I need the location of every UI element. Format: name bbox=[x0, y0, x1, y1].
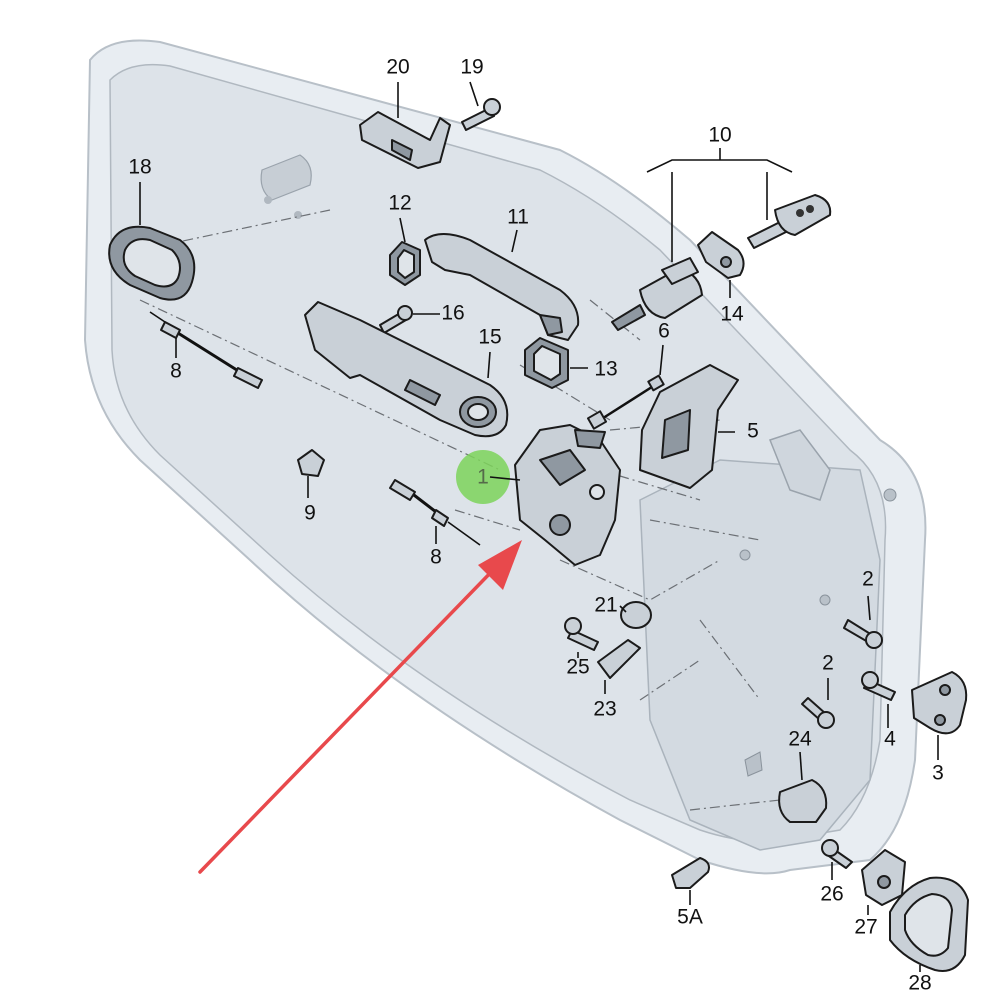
label-part-26: 26 bbox=[820, 883, 843, 906]
part-3-striker bbox=[911, 671, 968, 735]
label-part-15: 15 bbox=[478, 326, 501, 349]
label-part-16: 16 bbox=[441, 302, 464, 325]
part-1-marker bbox=[456, 450, 521, 504]
label-part-11: 11 bbox=[507, 206, 529, 229]
part-12-seal bbox=[389, 241, 421, 286]
label-part-19: 19 bbox=[460, 56, 483, 79]
part-6-rod bbox=[586, 374, 665, 430]
label-part-23: 23 bbox=[593, 698, 616, 721]
part-25-screw bbox=[564, 617, 599, 651]
part-11-outer-handle bbox=[424, 233, 580, 341]
part-18-grommet bbox=[108, 225, 196, 301]
part-26-screw bbox=[821, 839, 853, 869]
part-23-plate bbox=[597, 639, 641, 679]
label-part-5a: 5A bbox=[677, 906, 703, 929]
part-24-buffer bbox=[778, 779, 828, 823]
part-20-bracket bbox=[359, 111, 451, 169]
label-part-5: 5 bbox=[747, 420, 759, 443]
part-2-screw-upper bbox=[843, 619, 883, 649]
label-part-8-upper: 8 bbox=[170, 360, 182, 383]
label-part-20: 20 bbox=[386, 56, 409, 79]
part-labels: 20 19 18 12 11 10 14 16 15 13 6 5 8 9 8 … bbox=[128, 56, 944, 995]
label-part-13: 13 bbox=[594, 358, 617, 381]
label-part-2-upper: 2 bbox=[862, 568, 874, 591]
label-part-2-lower: 2 bbox=[822, 652, 834, 675]
part-19-screw bbox=[461, 98, 501, 131]
label-part-8-lower: 8 bbox=[430, 546, 442, 569]
label-part-1: 1 bbox=[477, 466, 489, 489]
label-part-25: 25 bbox=[566, 656, 589, 679]
part-2-screw-lower bbox=[801, 697, 835, 729]
label-part-10: 10 bbox=[708, 124, 731, 147]
part-1-door-lock bbox=[514, 424, 621, 566]
part-5a-cover bbox=[671, 857, 710, 889]
label-part-4: 4 bbox=[884, 728, 896, 751]
part-28-seal bbox=[889, 876, 969, 972]
part-9-clip bbox=[297, 449, 325, 477]
label-part-27: 27 bbox=[854, 916, 877, 939]
leader-lines bbox=[139, 81, 939, 972]
part-13-seal bbox=[524, 337, 569, 389]
label-part-12: 12 bbox=[388, 192, 411, 215]
label-part-21: 21 bbox=[594, 594, 617, 617]
part-8-cable-upper bbox=[149, 311, 263, 389]
car-key-icon bbox=[747, 194, 832, 249]
label-part-6: 6 bbox=[658, 320, 670, 343]
part-16-screw bbox=[379, 305, 413, 334]
label-part-28: 28 bbox=[908, 972, 931, 995]
part-4-bolt bbox=[861, 671, 896, 701]
part-8-cable-lower bbox=[389, 479, 481, 546]
part-14-cylinder-cover bbox=[697, 231, 745, 279]
label-part-18: 18 bbox=[128, 156, 151, 179]
red-arrow-pointer bbox=[198, 540, 522, 874]
part-21-cap bbox=[620, 601, 652, 629]
label-part-3: 3 bbox=[932, 762, 944, 785]
label-part-24: 24 bbox=[788, 728, 812, 751]
part-15-handle-carrier bbox=[304, 301, 509, 438]
part-5-lock-cover bbox=[639, 364, 739, 489]
label-part-9: 9 bbox=[304, 502, 316, 525]
label-part-14: 14 bbox=[720, 303, 744, 326]
door-shell bbox=[83, 39, 927, 875]
part-10-lock-cylinder bbox=[611, 257, 703, 331]
